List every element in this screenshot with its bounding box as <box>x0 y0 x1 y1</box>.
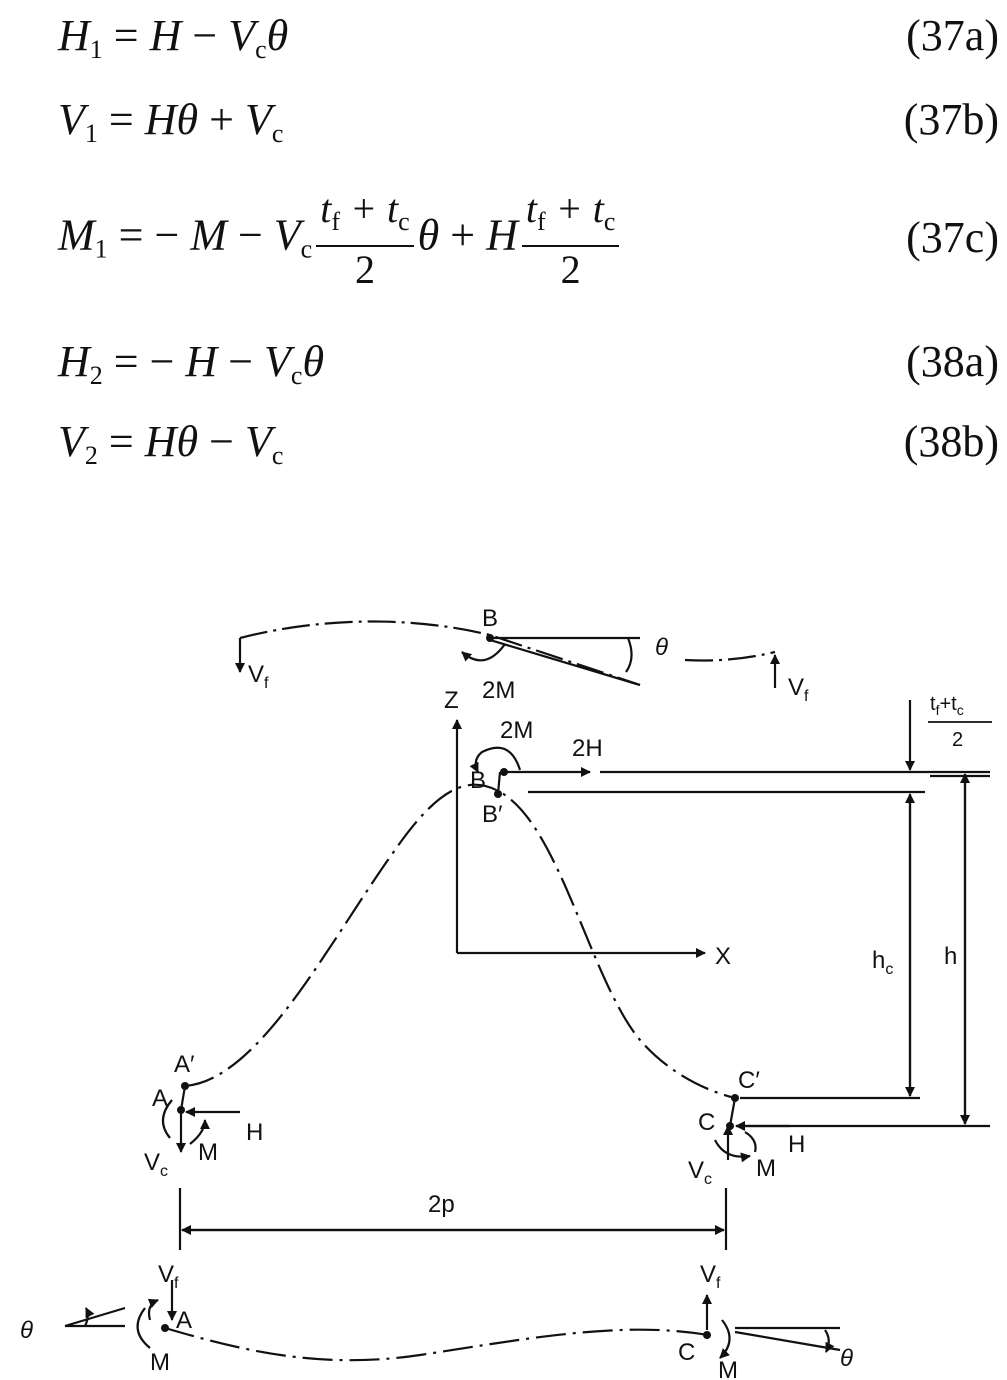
equation-37c-label: (37c) <box>906 213 999 262</box>
label-theta-bottom-left: θ <box>20 1317 33 1344</box>
equation-37a-expression: H1 = H − Vcθ <box>58 11 289 64</box>
label-theta-top: θ <box>655 634 668 661</box>
label-h: h <box>944 943 957 970</box>
label-C: C <box>698 1109 715 1136</box>
equation-37a: H1 = H − Vcθ (37a) <box>0 6 1007 66</box>
label-M-at-C: M <box>756 1155 776 1182</box>
moment-M-at-A-bottom <box>136 1307 151 1349</box>
label-M-at-A: M <box>198 1139 218 1166</box>
label-2M-mid: 2M <box>500 717 533 744</box>
label-H-at-A: H <box>246 1119 263 1146</box>
label-Vf-top-right: Vf <box>788 674 809 705</box>
label-M-bottom-left: M <box>150 1349 170 1376</box>
top-flange-right <box>684 650 776 662</box>
equation-37b-expression: V1 = Hθ + Vc <box>58 95 284 148</box>
bottom-flange-curve <box>164 1326 709 1362</box>
equation-37a-label: (37a) <box>906 11 999 60</box>
corrugation-free-body-diagram: B θ 2M Vf Vf Z X 2M 2H B B′ tf+tc 2 hc h… <box>20 605 992 1380</box>
label-B-mid: B <box>470 767 486 794</box>
equation-38b-label: (38b) <box>903 417 999 466</box>
moment-M-at-C-bottom <box>719 1319 731 1359</box>
label-Vc-at-A: Vc <box>144 1149 168 1180</box>
label-B-prime: B′ <box>482 801 503 828</box>
equation-38b-expression: V2 = Hθ − Vc <box>58 417 284 470</box>
label-2p: 2p <box>428 1191 455 1218</box>
label-2M-top: 2M <box>482 677 515 704</box>
equation-37b-label: (37b) <box>903 95 999 144</box>
label-Vf-bottom-right: Vf <box>700 1261 721 1292</box>
equation-38a: H2 = − H − Vcθ (38a) <box>0 332 1007 392</box>
label-X: X <box>715 943 731 970</box>
equation-38a-label: (38a) <box>906 337 999 386</box>
label-B-top: B <box>482 605 498 632</box>
label-Z: Z <box>444 687 459 714</box>
label-Vf-top-left: Vf <box>248 661 269 692</box>
label-H-at-C: H <box>788 1131 805 1158</box>
label-Vf-bottom-left: Vf <box>158 1261 179 1292</box>
moment-M-at-A <box>161 1099 173 1139</box>
label-A-prime: A′ <box>174 1051 195 1078</box>
top-slope-line <box>489 638 641 687</box>
equation-38b: V2 = Hθ − Vc (38b) <box>0 412 1007 472</box>
top-flange-curve <box>239 620 641 687</box>
label-theta-bottom-right: θ <box>840 1345 853 1372</box>
moment-2M-top <box>461 643 506 662</box>
equation-38a-expression: H2 = − H − Vcθ <box>58 337 325 390</box>
label-C-prime: C′ <box>738 1067 760 1094</box>
label-hc: hc <box>872 947 893 978</box>
label-C-bottom: C <box>678 1339 695 1366</box>
label-M-bottom-right: M <box>718 1357 738 1380</box>
label-Vc-at-C: Vc <box>688 1157 712 1188</box>
label-A: A <box>152 1085 168 1112</box>
equation-37b: V1 = Hθ + Vc (37b) <box>0 90 1007 150</box>
label-tf-tc-over-2: tf+tc <box>930 693 964 718</box>
label-A-bottom: A <box>176 1307 192 1334</box>
moment-2M-mid <box>469 746 522 773</box>
web-curve <box>184 783 736 1100</box>
label-2H: 2H <box>572 735 603 762</box>
moment-M-at-C <box>714 1139 751 1163</box>
theta-arc-top <box>625 637 633 673</box>
label-two-denominator: 2 <box>952 729 963 751</box>
